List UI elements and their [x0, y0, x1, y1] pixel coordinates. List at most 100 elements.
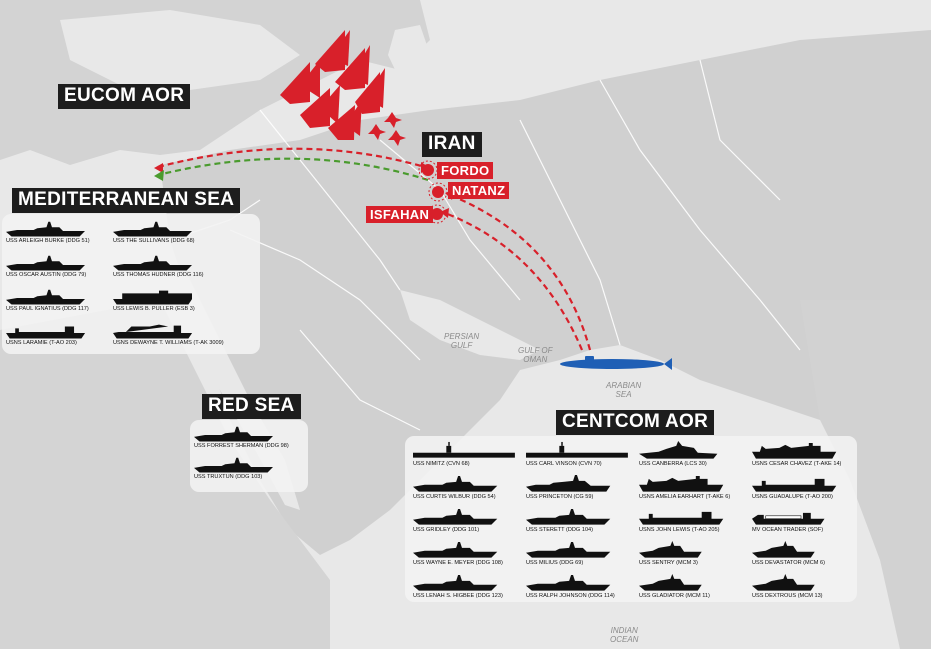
b2-bomber-formation — [280, 30, 385, 140]
fighter-jets — [368, 112, 406, 146]
ship-silhouette-icon — [639, 440, 718, 459]
ship-entry: USS LEWIS B. PULLER (ESB 3) — [113, 287, 195, 312]
persian-gulf-label: PERSIAN GULF — [444, 332, 480, 350]
ship-silhouette-icon — [526, 441, 628, 458]
ship-name: USS STERETT (DDG 104) — [526, 526, 594, 533]
target-isfahan: ISFAHAN — [366, 206, 434, 223]
ship-entry: USS NIMITZ (CVN 68) — [413, 440, 515, 467]
ship-silhouette-icon — [113, 324, 193, 339]
land-africa — [0, 300, 330, 649]
ship-name: USS CARL VINSON (CVN 70) — [526, 460, 602, 467]
gulf-of-oman-label: GULF OF OMAN — [518, 346, 553, 364]
ship-name: USS OSCAR AUSTIN (DDG 79) — [6, 272, 87, 279]
ship-entry: USNS JOHN LEWIS (T-AO 205) — [639, 506, 741, 533]
ship-silhouette-icon — [526, 508, 611, 525]
ship-name: USS CANBERRA (LCS 30) — [639, 460, 707, 467]
centcom-label: CENTCOM AOR — [556, 410, 715, 435]
ship-name: USS THE SULLIVANS (DDG 68) — [113, 238, 195, 245]
ship-silhouette-icon — [752, 442, 837, 459]
ship-entry: USNS CESAR CHAVEZ (T-AKE 14) — [752, 440, 854, 467]
submarine-icon — [560, 356, 672, 370]
ship-name: USNS AMELIA EARHART (T-AKE 6) — [639, 493, 731, 500]
ship-silhouette-icon — [639, 540, 702, 558]
ship-silhouette-icon — [413, 441, 515, 458]
ship-name: USNS JOHN LEWIS (T-AO 205) — [639, 526, 720, 533]
ship-name: USS GLADIATOR (MCM 11) — [639, 592, 710, 599]
sea-caspian — [388, 25, 432, 135]
ship-entry: USS LENAH S. HIGBEE (DDG 123) — [413, 572, 515, 599]
ship-entry: USNS DEWAYNE T. WILLIAMS (T-AK 3009) — [113, 321, 224, 346]
ship-silhouette-icon — [413, 541, 498, 558]
ship-name: USNS GUADALUPE (T-AO 200) — [752, 493, 833, 500]
ship-name: MV OCEAN TRADER (SOF) — [752, 526, 824, 533]
ship-name: USS FORREST SHERMAN (DDG 98) — [194, 443, 289, 450]
ship-entry: USS ARLEIGH BURKE (DDG 51) — [6, 219, 90, 244]
indian-ocean-label: INDIAN OCEAN — [610, 626, 639, 644]
red-sea-fleet-panel — [190, 420, 308, 492]
mediterranean-label: MEDITERRANEAN SEA — [12, 188, 241, 213]
ship-entry: USS MILIUS (DDG 69) — [526, 539, 628, 566]
ship-entry: USS PAUL IGNATIUS (DDG 117) — [6, 287, 89, 312]
ship-name: USS TRUXTUN (DDG 103) — [194, 474, 263, 481]
ship-silhouette-icon — [6, 255, 86, 271]
ship-entry: USS WAYNE E. MEYER (DDG 108) — [413, 539, 515, 566]
ship-silhouette-icon — [413, 574, 498, 591]
ship-entry: USS TRUXTUN (DDG 103) — [194, 455, 274, 481]
target-fordo: FORDO — [437, 162, 494, 179]
ship-silhouette-icon — [194, 457, 274, 473]
ship-silhouette-icon — [413, 475, 498, 492]
ship-entry: USNS AMELIA EARHART (T-AKE 6) — [639, 473, 741, 500]
iran-label: IRAN — [422, 132, 482, 157]
target-natanz: NATANZ — [448, 182, 510, 199]
ship-entry: USS OSCAR AUSTIN (DDG 79) — [6, 253, 86, 278]
ship-silhouette-icon — [194, 426, 274, 442]
ship-silhouette-icon — [526, 574, 611, 591]
ship-entry: USS STERETT (DDG 104) — [526, 506, 628, 533]
ship-name: USS PAUL IGNATIUS (DDG 117) — [6, 306, 89, 313]
return-path-green — [157, 157, 429, 182]
ship-name: USS MILIUS (DDG 69) — [526, 559, 584, 566]
ship-name: USS PRINCETON (CG 59) — [526, 493, 594, 500]
ship-silhouette-icon — [113, 255, 193, 271]
ship-name: USNS LARAMIE (T-AO 203) — [6, 340, 77, 347]
ship-name: USS WAYNE E. MEYER (DDG 108) — [413, 559, 503, 566]
ship-silhouette-icon — [752, 540, 815, 558]
land-middle-east — [160, 30, 931, 555]
ship-silhouette-icon — [6, 289, 86, 305]
ship-entry: USNS LARAMIE (T-AO 203) — [6, 321, 86, 347]
sea-black — [60, 10, 300, 90]
ship-entry: USS RALPH JOHNSON (DDG 114) — [526, 572, 628, 599]
ship-silhouette-icon — [413, 508, 498, 525]
ship-entry: USS PRINCETON (CG 59) — [526, 473, 628, 500]
ship-name: USS GRIDLEY (DDG 101) — [413, 526, 480, 533]
arabian-sea-label: ARABIAN SEA — [606, 381, 642, 399]
ship-name: USS NIMITZ (CVN 68) — [413, 460, 470, 467]
ship-silhouette-icon — [526, 541, 611, 558]
ship-silhouette-icon — [752, 573, 815, 591]
ship-silhouette-icon — [6, 326, 86, 339]
red-sea-label: RED SEA — [202, 394, 301, 419]
ship-name: USS LEWIS B. PULLER (ESB 3) — [113, 306, 195, 313]
missile-path-2 — [444, 211, 584, 351]
ship-entry: USS THE SULLIVANS (DDG 68) — [113, 219, 195, 244]
ship-name: USS DEVASTATOR (MCM 6) — [752, 559, 825, 566]
ship-silhouette-icon — [752, 478, 837, 492]
ship-entry: USS CANBERRA (LCS 30) — [639, 440, 741, 467]
ship-entry: USS FORREST SHERMAN (DDG 98) — [194, 424, 289, 449]
land-india — [800, 300, 931, 649]
ship-entry: USS CURTIS WILBUR (DDG 54) — [413, 473, 515, 500]
ship-entry: USS DEXTROUS (MCM 13) — [752, 572, 854, 599]
ship-name: USNS DEWAYNE T. WILLIAMS (T-AK 3009) — [113, 340, 224, 347]
ship-entry: USS GLADIATOR (MCM 11) — [639, 572, 741, 599]
ship-name: USS RALPH JOHNSON (DDG 114) — [526, 592, 615, 599]
ship-entry: USS THOMAS HUDNER (DDG 116) — [113, 253, 204, 278]
ship-silhouette-icon — [639, 511, 724, 525]
ship-silhouette-icon — [752, 512, 825, 525]
ship-entry: USNS GUADALUPE (T-AO 200) — [752, 473, 854, 500]
ship-silhouette-icon — [6, 221, 86, 237]
ship-name: USS SENTRY (MCM 3) — [639, 559, 698, 566]
eucom-label: EUCOM AOR — [58, 84, 191, 109]
ship-silhouette-icon — [113, 290, 193, 305]
ship-silhouette-icon — [639, 475, 724, 492]
sea-persian-gulf — [400, 290, 540, 360]
